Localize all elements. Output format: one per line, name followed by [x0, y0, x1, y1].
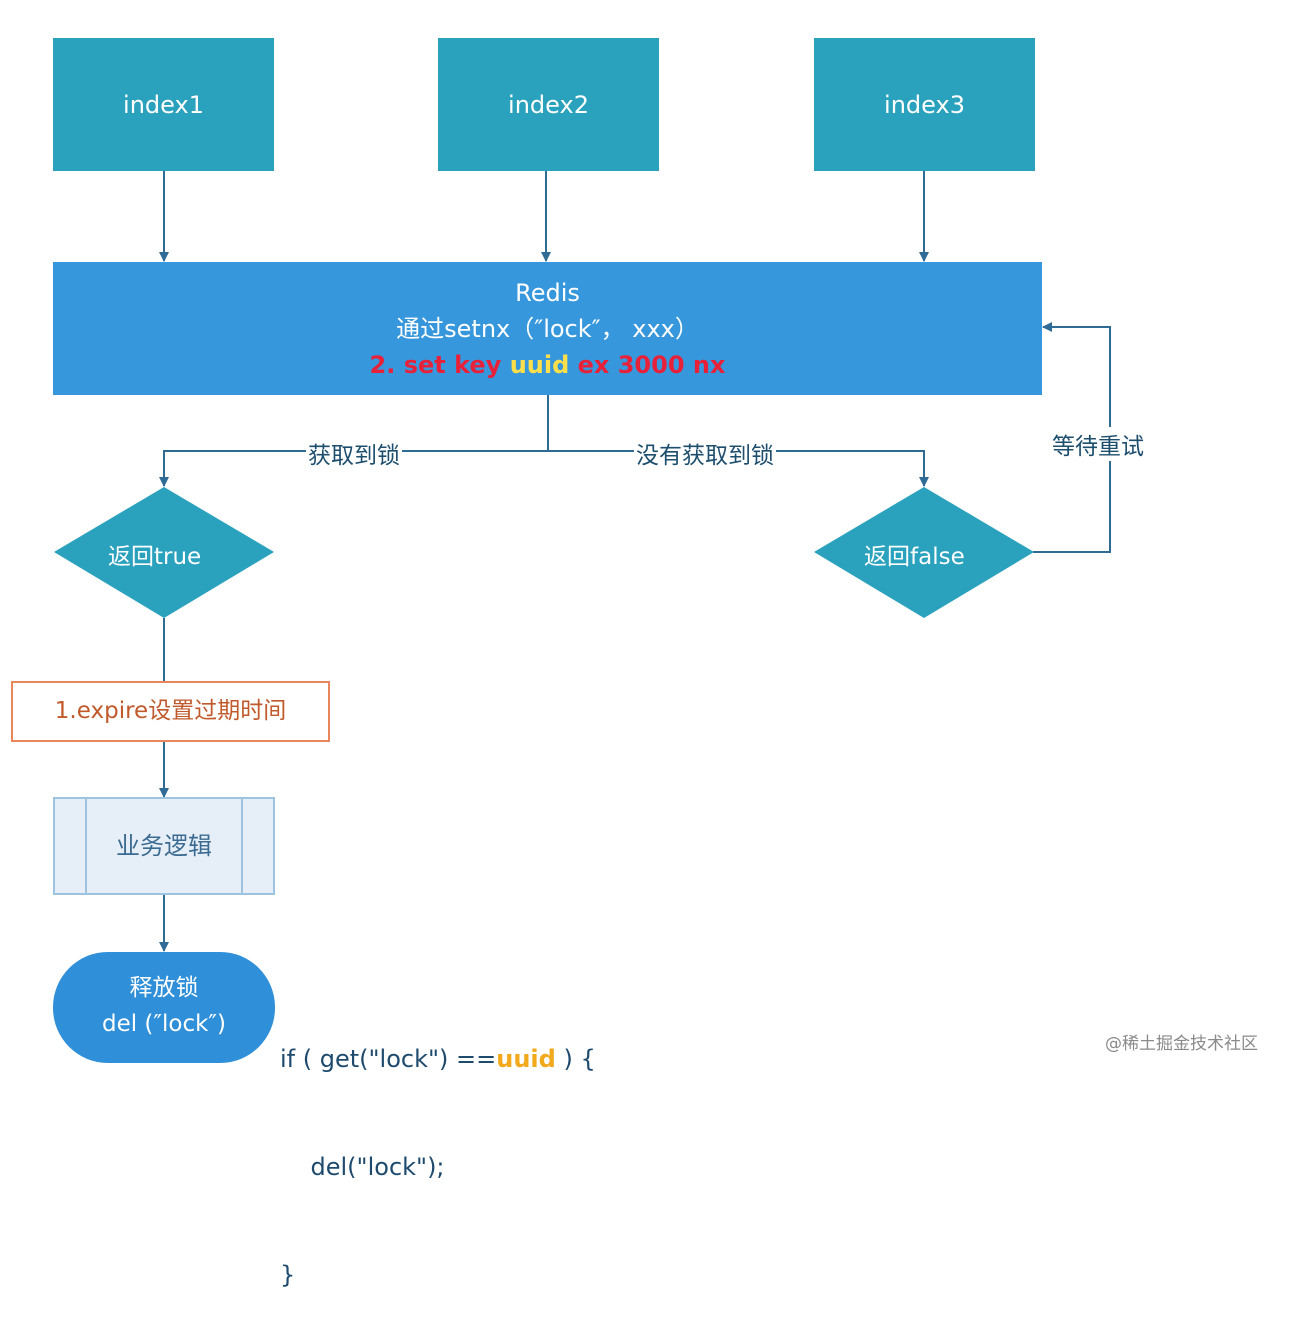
redis-set-part3: ex 3000 nx [569, 350, 726, 379]
edge-label-not-got-lock: 没有获取到锁 [634, 436, 776, 470]
redis-set-part1: 2. set key [369, 350, 510, 379]
index2-label: index2 [508, 90, 589, 119]
code-line2: del("lock"); [280, 1153, 445, 1181]
business-box [53, 797, 275, 895]
index3-box: index3 [814, 38, 1035, 171]
watermark: @稀土掘金技术社区 [1105, 1034, 1258, 1054]
flow-connectors [11, 171, 1111, 1063]
index1-box: index1 [53, 38, 274, 171]
index1-label: index1 [123, 90, 204, 119]
decision-return-true [54, 487, 274, 618]
decision-return-false [814, 487, 1034, 618]
return-false-label: 返回false [864, 544, 965, 570]
release-line1: 释放锁 [129, 975, 199, 1001]
redis-title: Redis [515, 278, 580, 307]
business-label: 业务逻辑 [116, 832, 212, 860]
code-line1: if ( get("lock") ==uuid ) { [280, 1041, 596, 1077]
edge-label-got-lock: 获取到锁 [306, 436, 402, 470]
code-line3: } [280, 1261, 296, 1289]
code-line1-prefix: if ( get("lock") == [280, 1045, 497, 1073]
return-true-label: 返回true [108, 544, 202, 570]
edge-label-wait-retry: 等待重试 [1050, 427, 1146, 461]
release-terminal [53, 952, 275, 1063]
expire-label: 1.expire设置过期时间 [54, 698, 287, 724]
redis-set-uuid: uuid [509, 350, 570, 379]
redis-setnx-line: 通过setnx（″lock″， xxx） [396, 314, 699, 343]
release-line2: del (″lock″) [101, 1011, 226, 1037]
code-line1-suffix: ) { [555, 1045, 596, 1073]
index3-label: index3 [884, 90, 965, 119]
code-uuid: uuid [496, 1045, 556, 1073]
unlock-code: if ( get("lock") ==uuid ) { del("lock");… [280, 969, 596, 1329]
expire-box [11, 681, 330, 742]
arrow-to-true [159, 450, 548, 487]
redis-set-command: 2. set key uuid ex 3000 nx [370, 347, 726, 383]
release-label: 释放锁 del (″lock″) [53, 970, 275, 1042]
redis-box: Redis 通过setnx（″lock″， xxx） 2. set key uu… [53, 262, 1042, 395]
index2-box: index2 [438, 38, 659, 171]
